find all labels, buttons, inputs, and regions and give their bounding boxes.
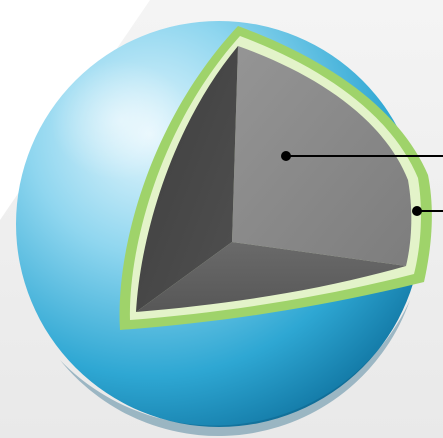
leader-dot-core	[281, 151, 291, 161]
leader-dot-rim	[412, 206, 422, 216]
